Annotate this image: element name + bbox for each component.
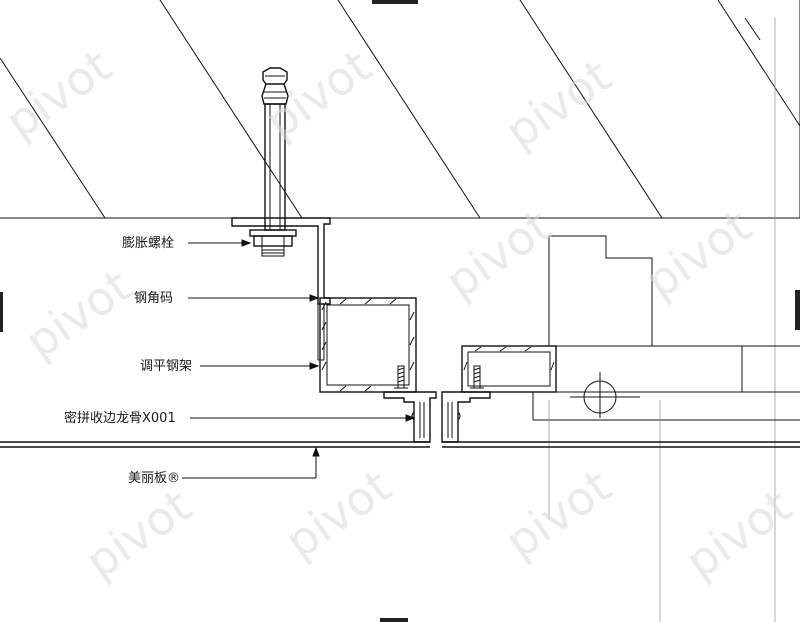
svg-text:pivot: pivot (75, 479, 200, 589)
svg-text:pivot: pivot (15, 259, 140, 369)
svg-text:pivot: pivot (0, 39, 121, 149)
label-panel: 美丽板® (128, 471, 180, 486)
svg-text:pivot: pivot (495, 49, 620, 159)
svg-text:pivot: pivot (495, 459, 620, 569)
screw-left (394, 365, 408, 389)
svg-text:pivot: pivot (435, 199, 560, 309)
top-mark (372, 0, 418, 4)
svg-text:pivot: pivot (635, 199, 760, 309)
expansion-bolt (249, 67, 297, 257)
screw-right (470, 365, 484, 389)
adjacent-joist (532, 235, 800, 622)
leveling-steel-frame-right (461, 345, 557, 393)
label-edge-keel: 密拼收边龙骨X001 (64, 410, 176, 426)
svg-text:pivot: pivot (675, 479, 800, 589)
label-anchor-bolt: 膨胀螺栓 (122, 236, 174, 251)
slab-hatch (0, 0, 800, 219)
bottom-mark (380, 618, 408, 622)
panel-board (0, 441, 800, 448)
svg-text:pivot: pivot (275, 459, 400, 569)
svg-text:pivot: pivot (255, 39, 380, 149)
leveling-steel-frame-left (319, 297, 417, 393)
edge-keel-profiles (383, 391, 491, 443)
watermark: pivot pivot pivot pivot pivot pivot pivo… (0, 39, 800, 589)
label-angle-bracket: 钢角码 (134, 291, 173, 306)
leader-lines (182, 239, 416, 479)
left-mark (0, 292, 3, 332)
right-mark (795, 290, 800, 330)
steel-angle-bracket (231, 217, 331, 361)
label-leveling-frame: 调平钢架 (140, 359, 192, 374)
